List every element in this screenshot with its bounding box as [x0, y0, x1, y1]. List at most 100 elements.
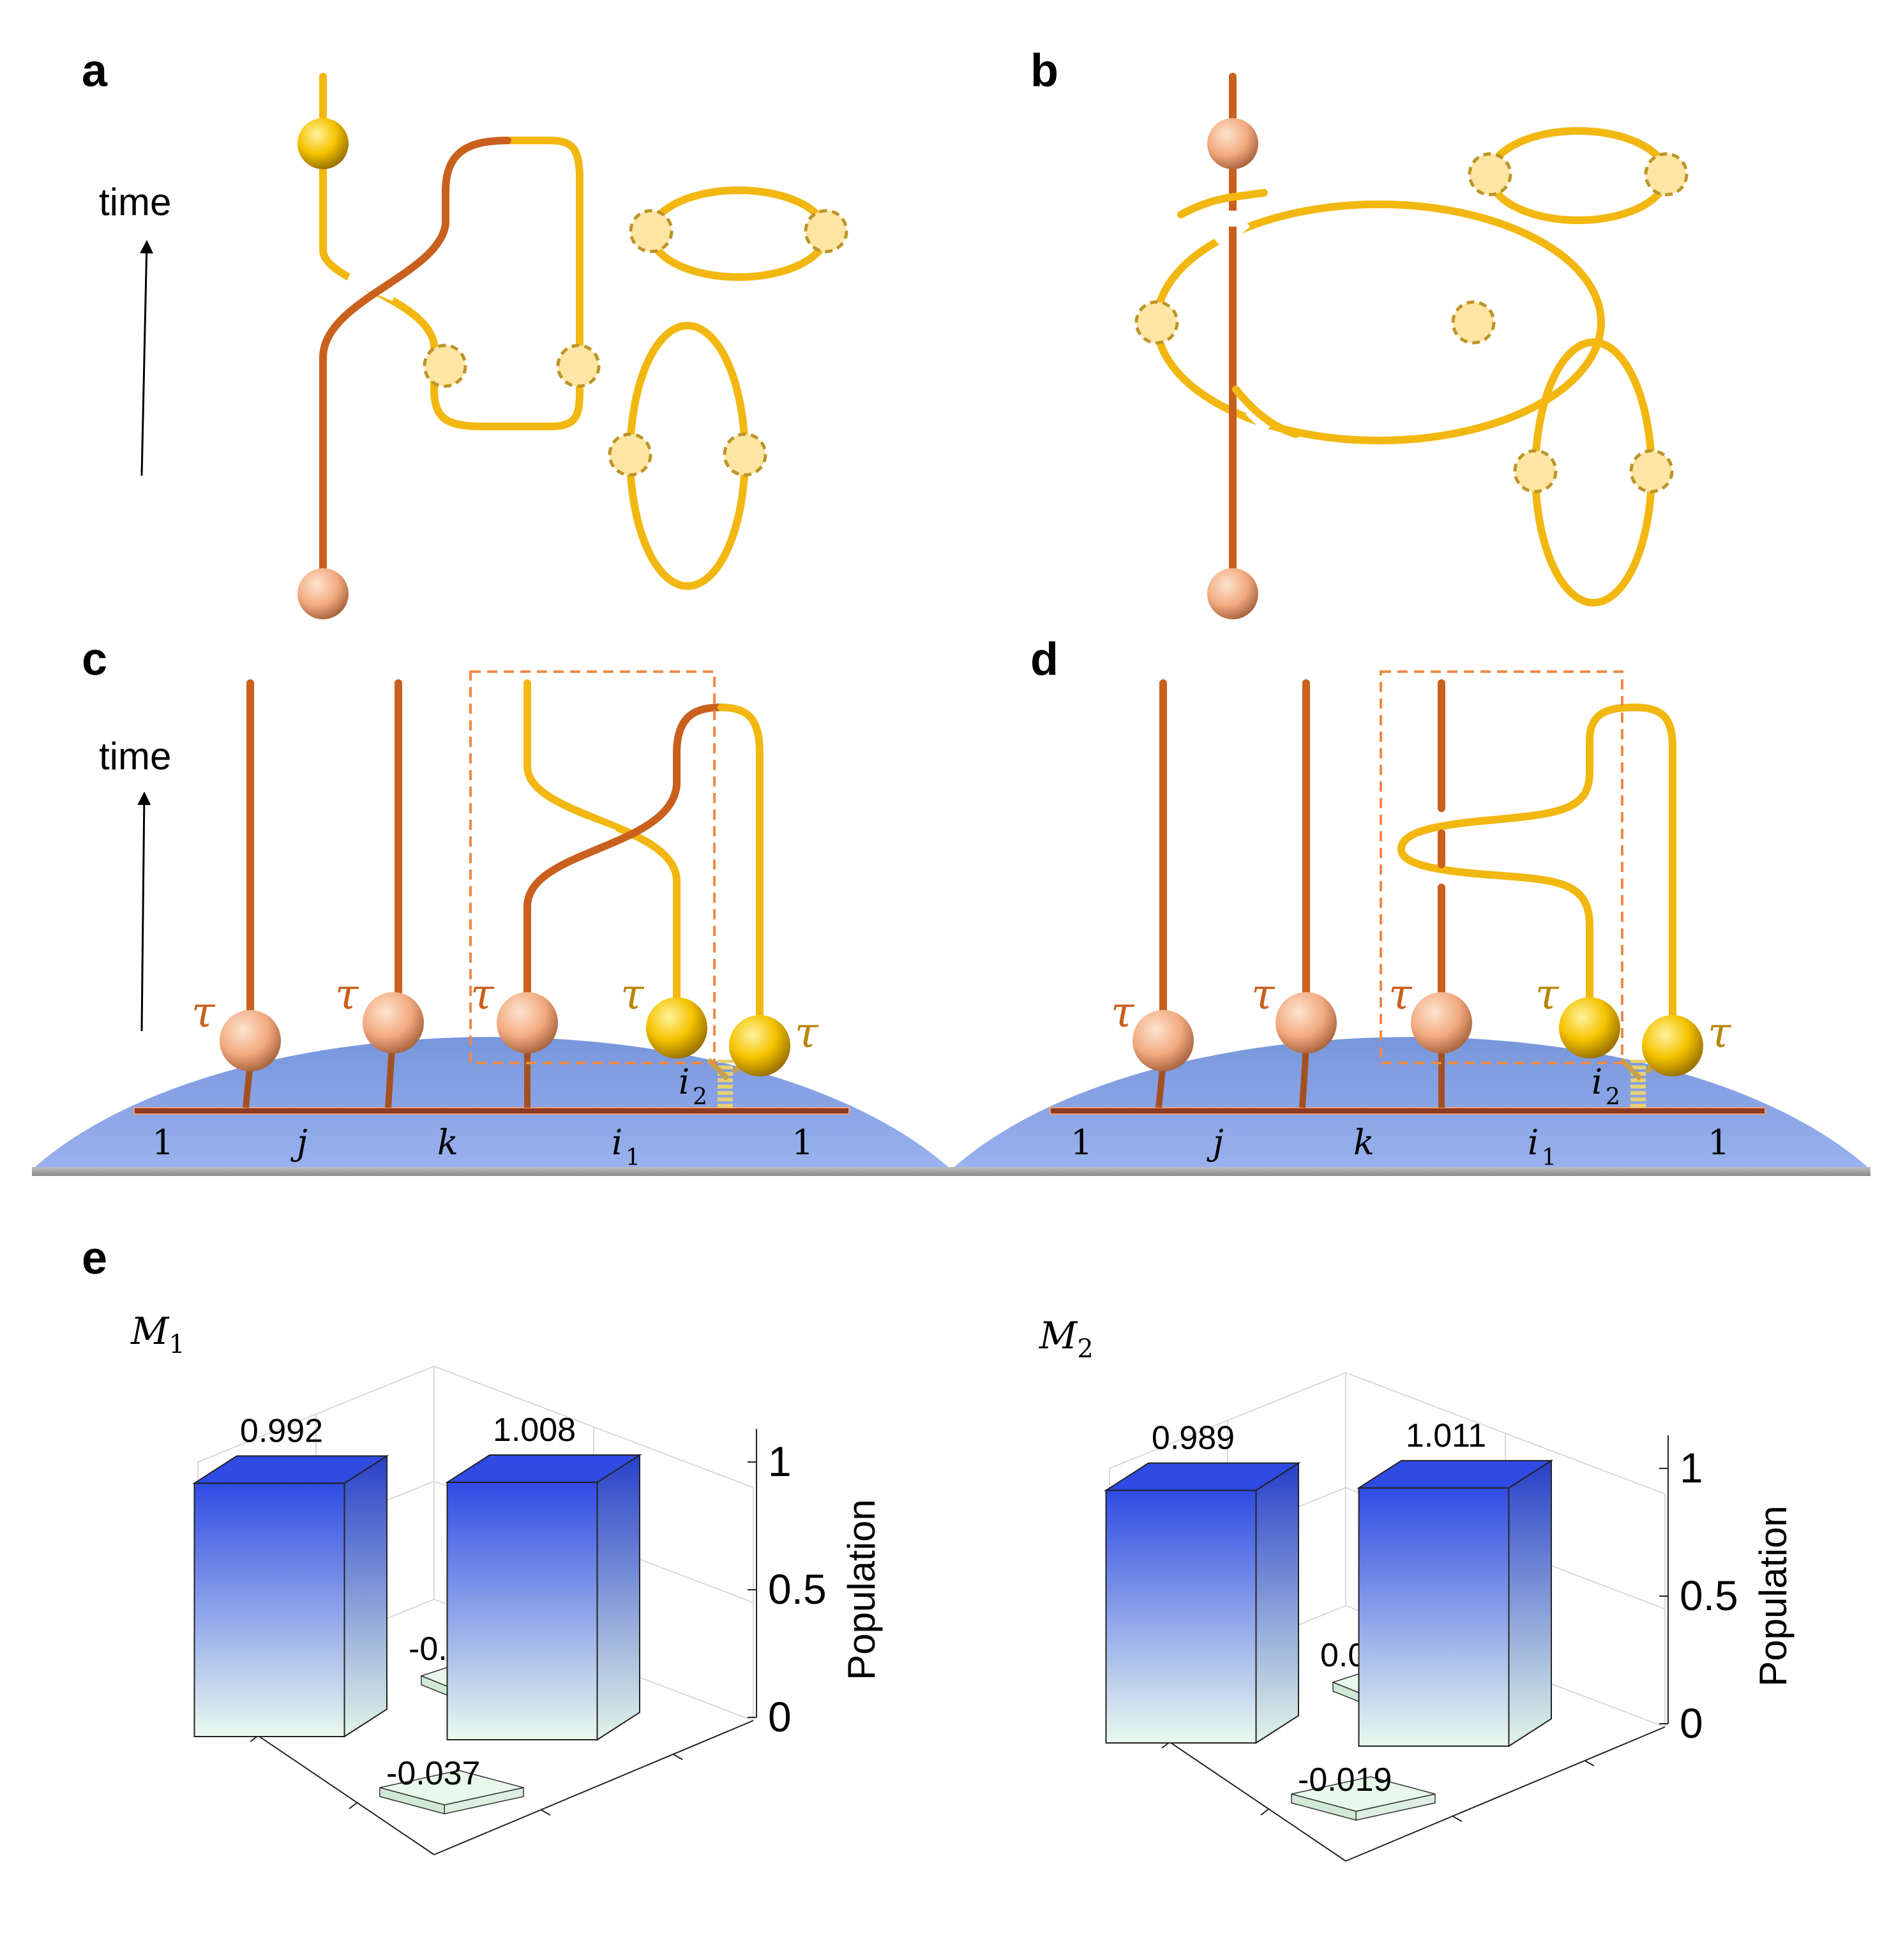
panel-d-surface [951, 1037, 1870, 1170]
panel-b-virtual-anyon [1513, 449, 1558, 494]
bar [192, 1454, 389, 1738]
panel-a-time-label: time [99, 181, 171, 223]
z-axis-label: Population [1752, 1505, 1795, 1687]
panel-c-dashed-box [469, 670, 716, 1064]
panel-c-ground [32, 1167, 951, 1176]
panel-d-site-subscript: 2 [1606, 1084, 1620, 1110]
panel-e-letter: e [82, 1233, 107, 1284]
panel-c: c time τ τ τ τ τ 1 j [32, 634, 951, 1176]
panel-d-gold-anyon [1559, 997, 1620, 1059]
panel-d-peach-anyon [1276, 992, 1337, 1053]
panel-c-site-label: i [679, 1062, 689, 1102]
panel-c-site-label: 1 [152, 1122, 174, 1163]
panel-d-site-label: i [1592, 1062, 1602, 1102]
panel-c-brown-worldline-i1 [523, 704, 725, 1025]
chart-title: M1 [130, 1309, 185, 1359]
panel-d-gold-anyon [1642, 1015, 1703, 1076]
panel-d-chain [1050, 1107, 1766, 1115]
panel-a-virtual-anyon [723, 432, 767, 477]
bar-value-label: -0.019 [1298, 1761, 1392, 1798]
panel-c-peach-anyon [363, 992, 424, 1053]
panel-d-ground [951, 1167, 1870, 1176]
panel-c-gold-anyon [729, 1015, 790, 1076]
bar-value-label: -0.037 [386, 1755, 480, 1792]
z-tick-label: 0.5 [768, 1565, 827, 1613]
panel-c-tau-label: τ [470, 970, 495, 1019]
panel-d-letter: d [1030, 634, 1058, 685]
panel-c-site-subscript: 1 [626, 1145, 640, 1171]
panel-c-letter: c [82, 634, 107, 685]
panel-d-site-label: 1 [1071, 1122, 1092, 1163]
panel-d-dashed-box [1380, 670, 1623, 1064]
panel-d-tau-label: τ [1535, 970, 1560, 1019]
panel-d-site-label: k [1353, 1122, 1374, 1163]
bar-value-label: 0.992 [240, 1412, 323, 1449]
panel-a-horizontal-loop [647, 186, 830, 281]
panel-a-virtual-anyon [423, 343, 467, 388]
panel-b-virtual-anyon [1644, 152, 1689, 197]
panel-e: e M100.51Population0.992-0.0121.008-0.03… [82, 1233, 1795, 1862]
panel-a-gold-anyon [297, 118, 349, 169]
panel-d-tau-label: τ [1111, 988, 1135, 1037]
panel-c-site-label: 1 [792, 1122, 813, 1163]
panel-d-site-label: i [1528, 1122, 1539, 1163]
panel-d-tau-label: τ [1708, 1008, 1732, 1057]
panel-a-virtual-anyon [608, 432, 652, 477]
panel-a-letter: a [82, 45, 108, 96]
panel-d-site-subscript: 1 [1542, 1145, 1556, 1171]
panel-b-virtual-anyon [1451, 300, 1496, 345]
panel-d-tau-label: τ [1389, 970, 1413, 1019]
panel-c-peach-anyon [497, 992, 558, 1053]
bar [1357, 1459, 1554, 1747]
panel-b: b [1030, 45, 1689, 619]
panel-c-time-arrow [137, 791, 151, 1032]
panel-d-peach-anyon [1411, 992, 1472, 1053]
panel-c-tau-label: τ [621, 970, 645, 1019]
panel-c-tau-label: τ [795, 1008, 819, 1057]
panel-d-tau-label: τ [1251, 970, 1276, 1019]
panel-a-virtual-anyon [804, 209, 848, 253]
panel-a: a time [82, 45, 848, 619]
panel-b-virtual-anyon [1629, 449, 1674, 494]
panel-c-tau-label: τ [335, 970, 359, 1019]
panel-c-time-label: time [99, 735, 171, 778]
z-axis-label: Population [840, 1499, 883, 1680]
z-tick-label: 1 [1680, 1444, 1703, 1491]
panel-b-peach-anyon [1207, 118, 1258, 169]
panel-a-brown-worldline [319, 137, 511, 598]
panel-c-site-label: k [437, 1122, 458, 1163]
panel-a-virtual-anyon [629, 209, 674, 253]
panel-a-time-arrow [140, 239, 154, 476]
bar [445, 1454, 642, 1741]
panel-c-tau-label: τ [192, 988, 216, 1037]
bar [1104, 1461, 1301, 1744]
bar [1291, 1776, 1436, 1821]
panel-c-site-subscript: 2 [693, 1084, 707, 1110]
panel-b-horizontal-loop [1486, 127, 1670, 224]
panel-d-site-label: 1 [1708, 1122, 1729, 1163]
panel-d: d τ τ τ τ τ 1 j k i 1 1 i 2 [951, 634, 1870, 1176]
panel-b-virtual-anyon [1468, 152, 1512, 197]
panel-c-orange-worldline [523, 679, 681, 1025]
bar [379, 1770, 524, 1814]
panel-c-site-label: i [612, 1122, 622, 1163]
panel-c-gold-anyon [646, 997, 707, 1059]
panel-c-peach-anyon [220, 1010, 281, 1071]
panel-a-virtual-anyon [556, 343, 601, 388]
panel-b-letter: b [1030, 45, 1058, 96]
z-tick-label: 0.5 [1680, 1572, 1738, 1619]
panel-a-peach-anyon [297, 568, 349, 619]
z-tick-label: 0 [768, 1693, 792, 1740]
bar-value-label: 1.008 [493, 1412, 576, 1449]
chart-title: M2 [1039, 1314, 1094, 1364]
panel-d-peach-anyon [1133, 1010, 1194, 1071]
bar-value-label: 1.011 [1406, 1417, 1486, 1454]
panel-b-peach-anyon [1207, 568, 1258, 619]
panel-b-virtual-anyon [1134, 300, 1179, 345]
panel-c-chain [133, 1107, 850, 1115]
z-tick-label: 0 [1680, 1700, 1703, 1747]
z-tick-label: 1 [768, 1438, 792, 1485]
